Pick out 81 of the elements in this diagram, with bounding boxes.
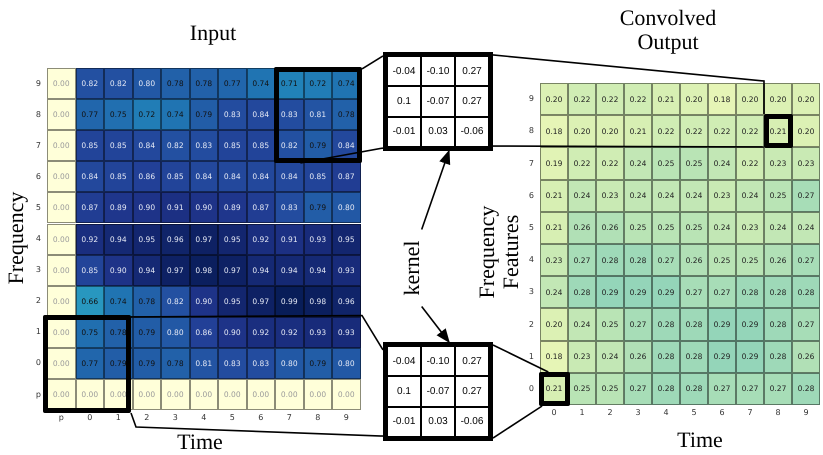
axis-tick-label: 3	[635, 408, 641, 417]
axis-tick-label: 1	[579, 408, 585, 417]
axis-tick-label: 6	[719, 408, 725, 417]
kernel-value: -0.07	[421, 86, 455, 117]
axis-tick-label: 2	[607, 408, 613, 417]
axis-tick-label: 5	[230, 413, 235, 422]
axis-tick-label: 6	[36, 172, 41, 181]
axis-tick-label: 2	[36, 296, 41, 306]
kernel-value: -0.01	[387, 116, 421, 147]
kernel-value: -0.10	[421, 346, 455, 376]
axis-tick-label: 3	[172, 413, 178, 422]
axis-tick-label: 8	[36, 110, 41, 119]
axis-tick-label: 7	[747, 408, 753, 417]
axis-tick-label: 9	[344, 413, 349, 422]
axis-tick-label: 0	[36, 358, 41, 368]
kernel-matrix	[383, 342, 493, 441]
connector-line	[362, 55, 384, 70]
axis-tick-label: 5	[691, 408, 697, 417]
axis-tick-label: 6	[528, 190, 534, 200]
axis-tick-label: 9	[36, 78, 41, 88]
arrow	[421, 306, 450, 344]
axis-tick-label: 5	[528, 222, 534, 232]
axis-tick-label: 9	[528, 94, 534, 104]
kernel-value: 0.1	[387, 86, 421, 117]
axis-title: Time	[677, 428, 723, 452]
kernel-value: -0.07	[421, 376, 455, 407]
connector-line	[492, 54, 765, 114]
axis-tick-label: 3	[528, 287, 534, 296]
kernel-value: 0.27	[455, 56, 489, 86]
axis-tick-label: 3	[36, 265, 41, 274]
axis-tick-label: 0	[87, 413, 92, 422]
axis-title: Frequency Features	[474, 204, 524, 300]
axis-tick-label: p	[36, 390, 41, 399]
axis-tick-label: 1	[36, 327, 41, 336]
axis-tick-label: 4	[201, 413, 206, 422]
panel-title: Input	[190, 20, 236, 46]
axis-tick-label: 6	[258, 413, 264, 422]
kernel-value: 0.1	[387, 376, 421, 407]
kernel-value: -0.06	[455, 406, 489, 437]
kernel-value: 0.03	[421, 406, 455, 437]
connector-line	[130, 412, 384, 437]
axis-tick-label: 7	[286, 413, 292, 422]
connector-line	[492, 405, 543, 439]
connector-line	[300, 147, 384, 164]
highlight-frame	[274, 67, 362, 163]
axis-tick-label: 2	[144, 413, 150, 422]
kernel-value: 0.27	[455, 346, 489, 376]
axis-title: Time	[177, 430, 223, 454]
axis-tick-label: 7	[36, 140, 41, 150]
kernel-value: 0.03	[421, 116, 455, 147]
connector-line	[131, 314, 384, 350]
axis-tick-label: 4	[36, 234, 41, 244]
axis-tick-label: 8	[315, 413, 320, 422]
axis-tick-label: 4	[528, 255, 534, 264]
panel-title: Convolved Output	[618, 6, 718, 54]
kernel-label: kernel	[400, 240, 424, 296]
axis-title: Frequency	[4, 192, 28, 284]
arrow	[420, 150, 450, 230]
kernel-value: -0.04	[387, 56, 421, 86]
axis-tick-label: 0	[528, 384, 534, 393]
axis-tick-label: 7	[528, 158, 534, 168]
axis-tick-label: 0	[551, 408, 557, 417]
connector-line	[492, 344, 549, 373]
kernel-value: -0.01	[387, 406, 421, 437]
kernel-value: -0.04	[387, 346, 421, 376]
axis-tick-label: 8	[528, 126, 534, 136]
kernel-matrix	[383, 52, 493, 151]
connector-line	[493, 145, 764, 148]
kernel-value: 0.27	[455, 86, 489, 117]
axis-tick-label: 5	[36, 202, 41, 212]
axis-tick-label: 2	[528, 320, 534, 328]
kernel-value: 0.27	[455, 376, 489, 407]
highlight-frame	[43, 315, 131, 413]
axis-tick-label: 4	[663, 408, 669, 417]
kernel-value: -0.10	[421, 56, 455, 86]
axis-tick-label: 1	[528, 352, 534, 361]
axis-tick-label: 9	[803, 408, 809, 417]
axis-tick-label: 1	[116, 413, 121, 422]
axis-tick-label: p	[58, 413, 64, 422]
kernel-value: -0.06	[455, 116, 489, 147]
axis-tick-label: 8	[775, 408, 781, 417]
